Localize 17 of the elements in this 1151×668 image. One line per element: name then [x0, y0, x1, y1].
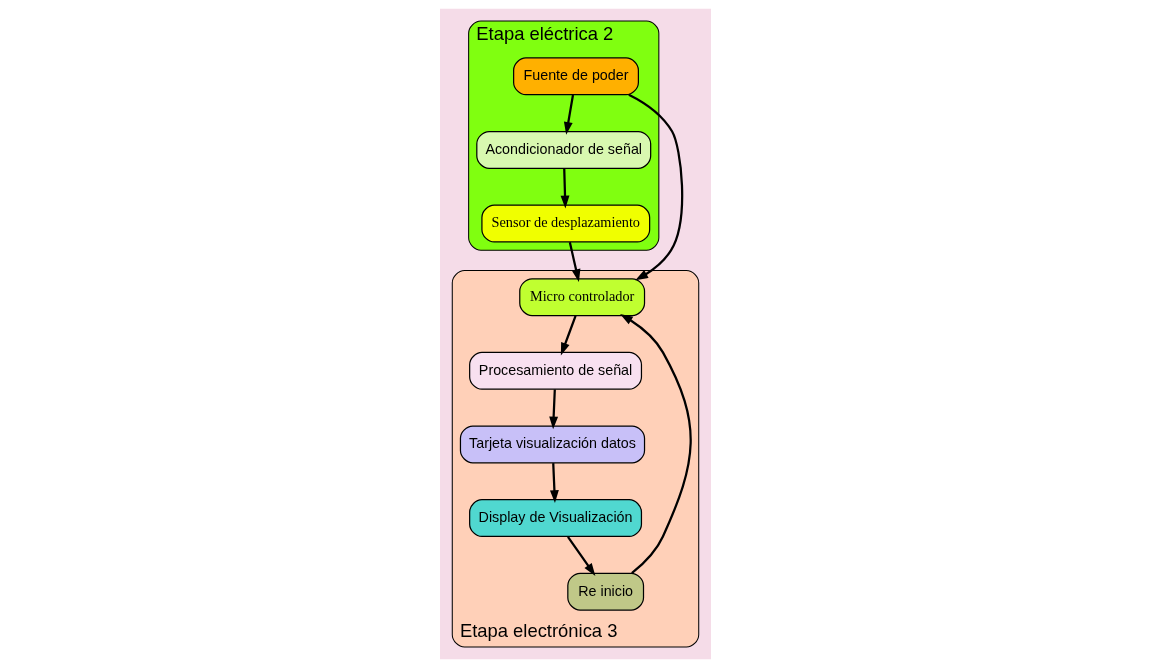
- node-box: Acondicionador de señal: [476, 130, 652, 169]
- arrow: [567, 536, 596, 576]
- node-box: Re inicio: [567, 572, 645, 611]
- arrow: [620, 313, 692, 575]
- arrow: [560, 315, 577, 356]
- node-box: Micro controlador: [519, 278, 646, 317]
- arrow: [549, 463, 559, 503]
- node-box: Tarjeta visualización datos: [459, 425, 646, 464]
- arrow: [628, 93, 684, 281]
- node-box: Fuente de poder: [513, 57, 639, 96]
- arrow: [549, 389, 559, 430]
- node-box: Procesamiento de señal: [469, 351, 643, 390]
- arrow: [563, 94, 575, 135]
- arrow: [568, 242, 581, 282]
- node-box: Display de Visualización: [469, 499, 643, 538]
- arrow: [560, 168, 570, 209]
- node-box: Sensor de desplazamiento: [481, 204, 651, 243]
